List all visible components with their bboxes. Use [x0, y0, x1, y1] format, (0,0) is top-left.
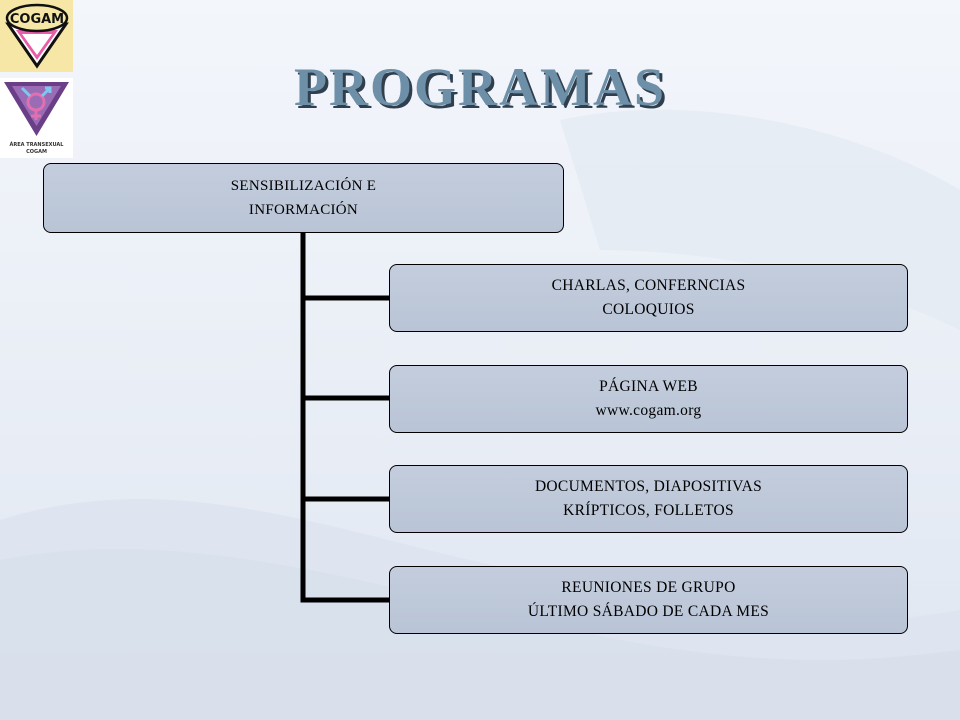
node-label-line2: ÚLTIMO SÁBADO DE CADA MES — [527, 603, 770, 620]
node-label-line1: DOCUMENTOS, DIAPOSITIVAS — [534, 478, 763, 495]
node-label-line1: REUNIONES DE GRUPO — [561, 579, 736, 596]
node-label-line2: INFORMACIÓN — [248, 202, 359, 218]
node-documentos: DOCUMENTOS, DIAPOSITIVAS KRÍPTICOS, FOLL… — [389, 465, 908, 533]
node-label-line1: CHARLAS, CONFERNCIAS — [551, 277, 746, 294]
transgender-symbol-icon — [4, 82, 69, 136]
node-label-line2: www.cogam.org — [595, 402, 702, 419]
node-label-line1: PÁGINA WEB — [599, 378, 698, 395]
cogam-logo-text: COGAM — [10, 12, 64, 27]
page-title: PROGRAMAS — [294, 57, 666, 117]
area-transexual-logo: ÁREA TRANSEXUAL COGAM — [0, 78, 73, 158]
area-transexual-caption-org: COGAM — [26, 149, 47, 155]
area-transexual-caption: ÁREA TRANSEXUAL — [9, 142, 64, 148]
cogam-logo: COGAM — [0, 0, 73, 72]
cogam-triangle-icon: COGAM — [5, 3, 69, 69]
node-reuniones: REUNIONES DE GRUPO ÚLTIMO SÁBADO DE CADA… — [389, 566, 908, 634]
node-label-line1: SENSIBILIZACIÓN E — [230, 178, 377, 194]
node-pagina-web: PÁGINA WEB www.cogam.org — [389, 365, 908, 433]
node-charlas: CHARLAS, CONFERNCIAS COLOQUIOS — [389, 264, 908, 332]
node-label-line2: KRÍPTICOS, FOLLETOS — [563, 502, 734, 519]
node-sensibilizacion: SENSIBILIZACIÓN E INFORMACIÓN — [43, 163, 564, 233]
node-label-line2: COLOQUIOS — [602, 301, 695, 318]
